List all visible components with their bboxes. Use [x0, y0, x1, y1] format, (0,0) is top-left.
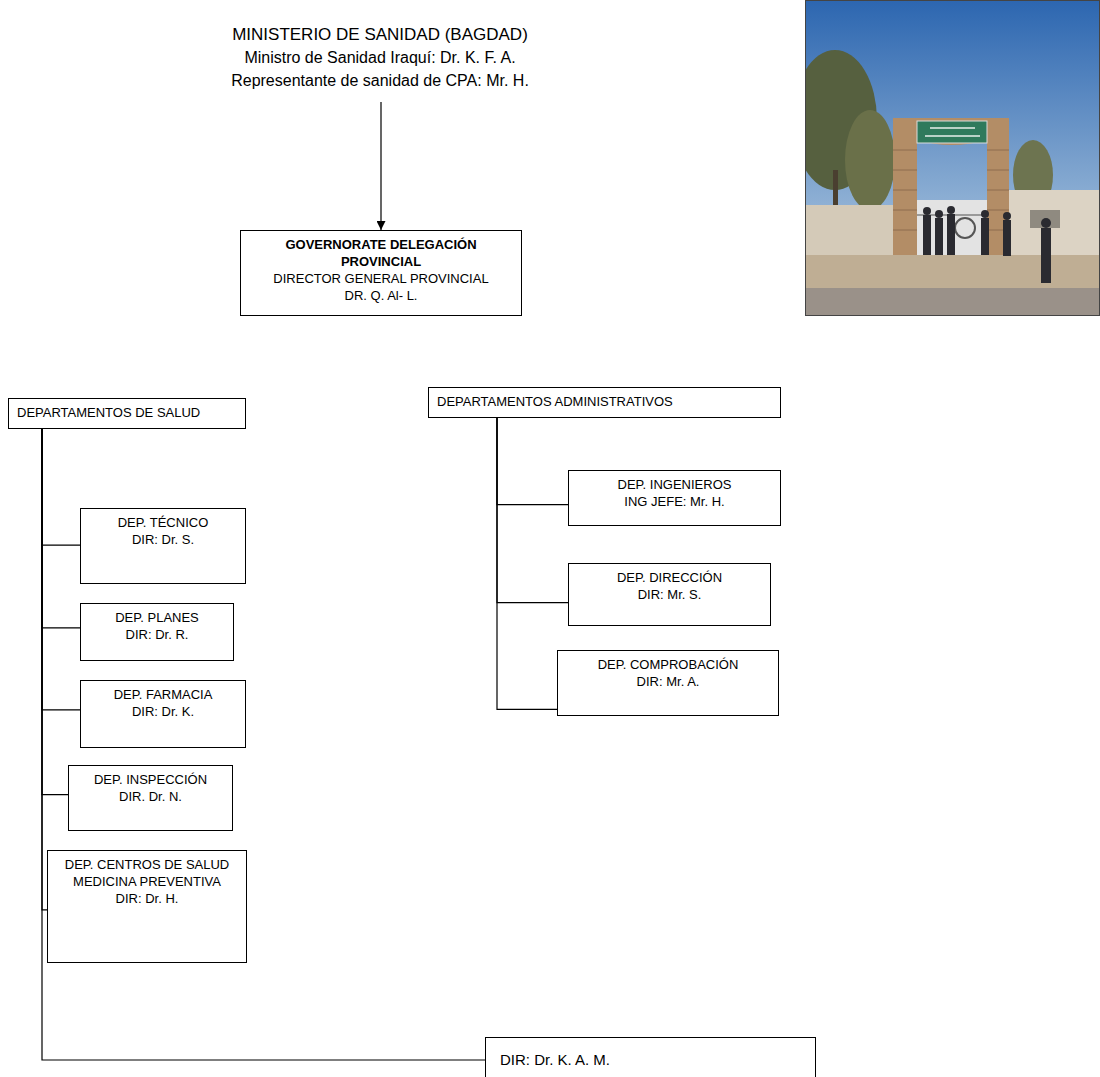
arch-top — [893, 118, 1009, 145]
department-box: DEP. FARMACIADIR: Dr. K. — [80, 680, 246, 748]
box-text: DR. Q. Al- L. — [247, 288, 515, 305]
box-text: DIR: Mr. S. — [575, 587, 764, 604]
sign — [917, 121, 987, 143]
box-text: DIR. Dr. N. — [75, 789, 226, 806]
tree-connector — [497, 418, 557, 710]
box-heading: DEP. INGENIEROS — [575, 477, 774, 494]
ground — [805, 255, 1100, 316]
department-box: DEP. INGENIEROSING JEFE: Mr. H. — [568, 470, 781, 526]
tree-connector — [42, 429, 68, 795]
photo-frame — [806, 1, 1100, 316]
department-box: DEP. COMPROBACIÓNDIR: Mr. A. — [557, 650, 779, 716]
sign-lettering — [925, 128, 980, 136]
department-box: DEP. DIRECCIÓNDIR: Mr. S. — [568, 563, 771, 626]
box-text: DIR: Mr. A. — [564, 674, 772, 691]
tree-connector — [42, 429, 80, 628]
group-box: DEPARTAMENTOS DE SALUD — [8, 398, 246, 429]
box-heading: DEP. INSPECCIÓN — [75, 772, 226, 789]
box-heading: DEP. CENTROS DE SALUD MEDICINA PREVENTIV… — [54, 857, 240, 891]
box-text: DIR: Dr. H. — [54, 891, 240, 908]
department-box: DEP. CENTROS DE SALUD MEDICINA PREVENTIV… — [47, 850, 247, 963]
box-heading: GOVERNORATE DELEGACIÓN PROVINCIAL — [247, 237, 515, 271]
tree-connector — [42, 429, 47, 910]
box-heading: DEP. PLANES — [87, 610, 227, 627]
box-text: ING JEFE: Mr. H. — [575, 494, 774, 511]
box-text: Representante de sanidad de CPA: Mr. H. — [154, 71, 606, 92]
box-heading: DEP. DIRECCIÓN — [575, 570, 764, 587]
box-text: DIR: Dr. K. — [87, 704, 239, 721]
people — [923, 206, 1051, 283]
tree-connector — [42, 429, 80, 710]
box-heading: DIR: Dr. K. A. M. — [500, 1050, 801, 1070]
building-window — [1030, 210, 1060, 228]
box-heading: MINISTERIO DE SANIDAD (BAGDAD) — [154, 24, 606, 46]
department-box: DEP. TÉCNICODIR: Dr. S. — [80, 508, 246, 584]
building-photo — [805, 0, 1100, 316]
tree-connector — [497, 418, 568, 505]
box-text: DIR: Dr. R. — [87, 627, 227, 644]
box-heading: DEP. TÉCNICO — [87, 515, 239, 532]
tree-connector — [42, 429, 80, 545]
box-text: DIRECTOR GENERAL PROVINCIAL — [247, 271, 515, 288]
road — [805, 288, 1100, 316]
director-box: DIR: Dr. K. A. M. — [485, 1037, 816, 1077]
box-text: DIR: Dr. S. — [87, 532, 239, 549]
tree — [845, 110, 895, 210]
gate — [917, 200, 987, 255]
building — [1005, 190, 1100, 255]
wall — [805, 205, 897, 255]
department-box: DEP. PLANESDIR: Dr. R. — [80, 603, 234, 661]
box-heading: DEPARTAMENTOS ADMINISTRATIVOS — [437, 394, 772, 411]
tree-connector — [497, 418, 568, 603]
group-box: DEPARTAMENTOS ADMINISTRATIVOS — [428, 387, 781, 418]
governorate-box: GOVERNORATE DELEGACIÓN PROVINCIALDIRECTO… — [240, 230, 522, 316]
box-heading: DEP. FARMACIA — [87, 687, 239, 704]
emblem — [955, 218, 975, 238]
ministry-heading: MINISTERIO DE SANIDAD (BAGDAD)Ministro d… — [150, 22, 610, 102]
tree-connector — [42, 429, 485, 1060]
arrow-connector — [380, 102, 381, 230]
department-box: DEP. INSPECCIÓNDIR. Dr. N. — [68, 765, 233, 831]
box-heading: DEPARTAMENTOS DE SALUD — [17, 405, 237, 422]
box-heading: DEP. COMPROBACIÓN — [564, 657, 772, 674]
box-text: Ministro de Sanidad Iraquí: Dr. K. F. A. — [154, 48, 606, 69]
